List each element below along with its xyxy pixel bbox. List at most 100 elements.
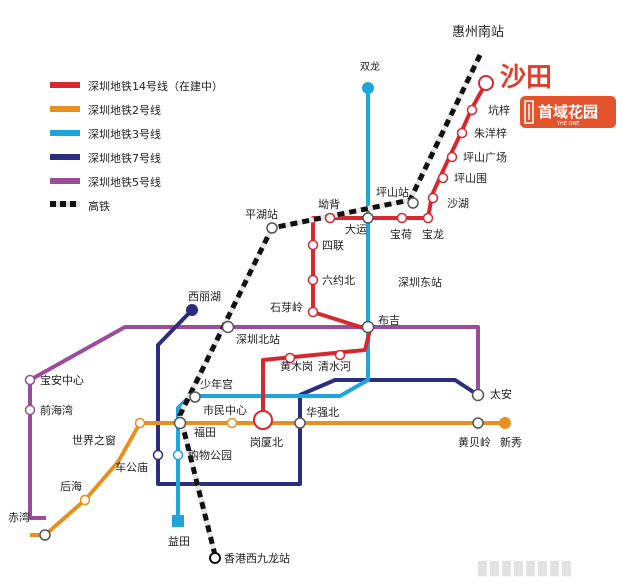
label-yitian: 益田 bbox=[168, 534, 190, 548]
legend-swatch-line2 bbox=[50, 106, 80, 112]
label-pingshan-wei: 坪山围 bbox=[454, 172, 487, 185]
line7-route bbox=[156, 308, 480, 486]
label-chegongmiao: 车公庙 bbox=[115, 460, 148, 474]
station-marker-shijiezhichuang bbox=[134, 417, 146, 429]
label-houhai: 后海 bbox=[60, 479, 82, 493]
highlight-title: 沙田 bbox=[500, 63, 552, 93]
station-marker-buji bbox=[361, 320, 375, 334]
legend-label-rail: 高铁 bbox=[88, 199, 110, 213]
station-marker-baolong bbox=[422, 212, 434, 224]
brand-name: 首域花园 bbox=[538, 103, 598, 121]
station-marker-qianhaiwan bbox=[24, 404, 36, 416]
label-shahu: 沙湖 bbox=[447, 197, 469, 210]
label-baohe: 宝荷 bbox=[390, 227, 412, 241]
brand-badge bbox=[520, 96, 616, 128]
watermark: ▉▉▉▉▉▉▉▉ bbox=[477, 560, 574, 577]
label-shaoniangong: 少年宫 bbox=[200, 377, 233, 391]
label-pingshan-guangchang: 坪山广场 bbox=[463, 150, 507, 164]
label-taian: 太安 bbox=[490, 387, 512, 401]
station-marker-baoan-zhongxin bbox=[24, 374, 36, 386]
label-xianggang-xijiulong: 香港西九龙站 bbox=[224, 551, 290, 565]
legend-label-line2: 深圳地铁2号线 bbox=[88, 103, 161, 117]
label-kengzi: 坑梓 bbox=[488, 103, 510, 117]
station-marker-huangbeiling bbox=[472, 417, 484, 429]
rail-route bbox=[177, 53, 483, 556]
brand-sub: THE ONE bbox=[556, 121, 579, 127]
label-gangxiabei: 岗厦北 bbox=[250, 436, 283, 449]
station-marker-baohe bbox=[396, 212, 408, 224]
station-marker-gouwu-gongyuan bbox=[172, 449, 184, 461]
station-marker-huaqiangbei bbox=[294, 417, 306, 429]
label-futian: 福田 bbox=[194, 425, 216, 439]
label-baoan-zhongxin: 宝安中心 bbox=[40, 373, 84, 387]
label-shenzhen-dong: 深圳东站 bbox=[398, 275, 442, 289]
station-marker-shaoniangong bbox=[189, 391, 201, 403]
label-huaqiangbei: 华强北 bbox=[306, 405, 339, 419]
label-baolong: 宝龙 bbox=[422, 227, 444, 241]
station-marker-huangmugang bbox=[284, 352, 296, 364]
legend-label-line5: 深圳地铁5号线 bbox=[88, 175, 161, 189]
label-shenzhen-bei: 深圳北站 bbox=[236, 332, 280, 346]
label-shimin-zhongxin: 市民中心 bbox=[203, 403, 247, 417]
line7-terminus-xilihu bbox=[186, 304, 198, 316]
label-shuanglong: 双龙 bbox=[360, 60, 380, 73]
label-huangbeiling: 黄贝岭 bbox=[458, 435, 491, 449]
station-marker-shatian bbox=[478, 75, 494, 91]
station-labels: 惠州南站 双龙 坑梓 朱洋梓 坪山广场 坪山围 坪山站 沙湖 宝龙 宝荷 大运 … bbox=[8, 24, 522, 565]
label-pinghu: 平湖站 bbox=[245, 207, 278, 221]
label-qingshuihe: 清水河 bbox=[318, 360, 351, 373]
station-marker-qingshuihe bbox=[334, 349, 346, 361]
station-marker-dayun bbox=[362, 212, 374, 224]
label-shiyaling: 石芽岭 bbox=[270, 300, 303, 314]
station-marker-silian bbox=[307, 239, 319, 251]
station-marker-pingshan-zhan bbox=[407, 197, 419, 209]
station-marker-pingshan-guangchang bbox=[446, 151, 458, 163]
label-huangmugang: 黄木岗 bbox=[280, 359, 313, 373]
legend-swatch-line7 bbox=[50, 154, 80, 160]
station-marker-shiyaling bbox=[307, 306, 319, 318]
station-marker-zhuyangzi bbox=[456, 127, 468, 139]
line2-terminus-xinxiu bbox=[499, 417, 511, 429]
label-dayun: 大运 bbox=[345, 222, 367, 236]
line3-terminus-yitian bbox=[172, 515, 184, 527]
line3-terminus-shuanglong bbox=[362, 82, 374, 94]
legend-label-line7: 深圳地铁7号线 bbox=[88, 151, 161, 165]
label-pingshan-zhan: 坪山站 bbox=[376, 185, 409, 199]
legend: 深圳地铁14号线（在建中） 深圳地铁2号线 深圳地铁3号线 深圳地铁7号线 深圳… bbox=[50, 79, 223, 213]
label-buji: 布吉 bbox=[378, 314, 400, 327]
station-marker-futian bbox=[173, 416, 187, 430]
label-qianhaiwan: 前海湾 bbox=[40, 403, 73, 417]
label-chiwan: 赤湾 bbox=[8, 510, 30, 524]
legend-label-line3: 深圳地铁3号线 bbox=[88, 127, 161, 141]
rail-terminus-xijiulong bbox=[209, 552, 221, 564]
station-marker-liuyuebei bbox=[307, 274, 319, 286]
station-marker-taian bbox=[471, 388, 485, 402]
station-marker-chegongmiao bbox=[152, 449, 164, 461]
label-huizhou-nan: 惠州南站 bbox=[452, 24, 504, 40]
legend-swatch-line14 bbox=[50, 82, 80, 88]
building-logo-icon bbox=[524, 100, 534, 124]
legend-swatch-rail bbox=[50, 201, 80, 207]
label-aobei: 坳背 bbox=[318, 197, 340, 211]
station-marker-aobei bbox=[324, 212, 336, 224]
legend-swatch-line3 bbox=[50, 130, 80, 136]
label-silian: 四联 bbox=[322, 239, 344, 252]
station-marker-houhai bbox=[79, 494, 91, 506]
line5-route bbox=[28, 325, 480, 520]
station-marker-pingshan-wei bbox=[437, 172, 449, 184]
label-gouwu-gongyuan: 购物公园 bbox=[188, 448, 232, 462]
station-marker-gangxiabei bbox=[253, 410, 273, 430]
label-shijiezhichuang: 世界之窗 bbox=[72, 433, 116, 447]
station-marker-shahu bbox=[427, 192, 439, 204]
station-marker-chiwan bbox=[39, 529, 51, 541]
label-xilihu: 西丽湖 bbox=[188, 290, 221, 303]
station-marker-kengzi bbox=[466, 104, 478, 116]
station-marker-shenzhen-bei bbox=[221, 320, 235, 334]
legend-swatch-line5 bbox=[50, 178, 80, 184]
station-marker-pinghu bbox=[266, 222, 278, 234]
label-liuyuebei: 六约北 bbox=[322, 274, 355, 287]
station-markers bbox=[24, 75, 494, 541]
label-zhuyangzi: 朱洋梓 bbox=[474, 126, 507, 140]
